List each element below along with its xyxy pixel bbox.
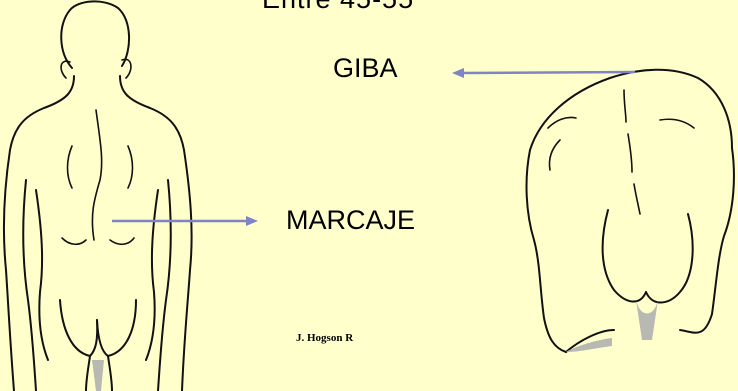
bent-figure-hump-view bbox=[527, 70, 734, 352]
giba-arrow bbox=[452, 68, 635, 78]
marcaje-arrow bbox=[112, 216, 258, 226]
standing-figure-back-view bbox=[4, 1, 192, 391]
curved-spine bbox=[92, 110, 101, 240]
back-hump-outline bbox=[530, 70, 732, 150]
spine-line bbox=[624, 90, 626, 122]
figure-shoulders bbox=[10, 76, 74, 150]
figure-head bbox=[61, 1, 129, 68]
